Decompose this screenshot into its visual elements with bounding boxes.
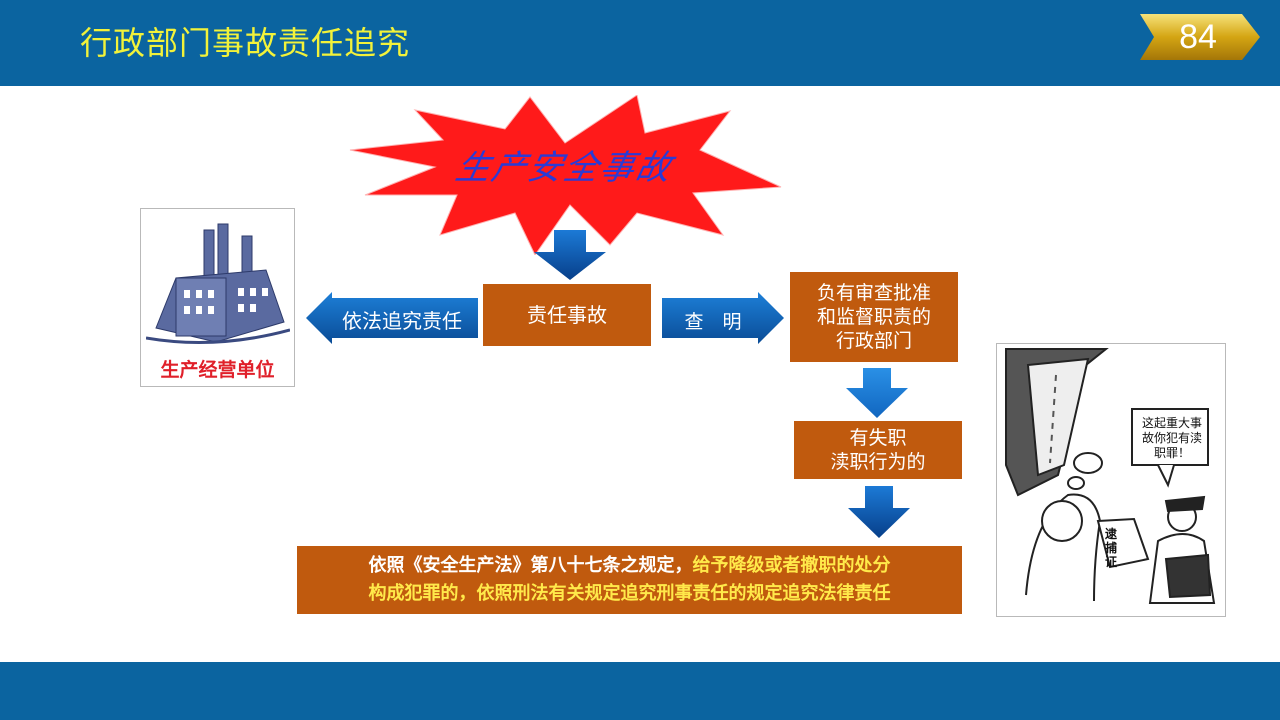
responsibility-accident-text: 责任事故 bbox=[527, 303, 607, 327]
fault-line-2: 渎职行为的 bbox=[830, 451, 926, 473]
fault-line-1: 有失职 bbox=[849, 427, 907, 449]
law-line-1: 依照《安全生产法》第八十七条之规定，给予降级或者撤职的处分 bbox=[297, 552, 962, 580]
speech-bubble-text: 这起重大事 故你犯有渎 职罪！ bbox=[1136, 416, 1208, 461]
burst-text: 生产安全事故 bbox=[452, 148, 677, 188]
dept-line-1: 负有审查批准 bbox=[816, 282, 931, 304]
accident-burst-icon bbox=[349, 95, 782, 255]
page-title: 行政部门事故责任追究 bbox=[80, 24, 411, 62]
law-line-1-normal: 依照《安全生产法》第八十七条之规定， bbox=[368, 555, 693, 576]
law-line-2: 构成犯罪的，依照刑法有关规定追究刑事责任的规定追究法律责任 bbox=[368, 583, 891, 604]
sign-char-3: 证 bbox=[1104, 555, 1117, 569]
header-bar bbox=[0, 0, 1280, 86]
pursue-responsibility-label: 依法追究责任 bbox=[342, 309, 462, 333]
arrest-warrant-text: 逮 捕 证 bbox=[1101, 527, 1121, 569]
law-line-1-highlight: 给予降级或者撤职的处分 bbox=[692, 555, 891, 576]
responsibility-accident-box: 责任事故 bbox=[483, 284, 651, 346]
factory-label: 生产经营单位 bbox=[160, 359, 275, 381]
factory-icon bbox=[146, 223, 290, 344]
ascertain-label: 查 明 bbox=[684, 311, 742, 333]
bubble-line-3: 职罪！ bbox=[1153, 446, 1190, 460]
legal-basis-box: 依照《安全生产法》第八十七条之规定，给予降级或者撤职的处分 构成犯罪的，依照刑法… bbox=[297, 546, 962, 614]
dept-line-2: 和监督职责的 bbox=[816, 306, 931, 328]
arrest-cartoon-illustration bbox=[1005, 348, 1216, 604]
dereliction-box: 有失职 渎职行为的 bbox=[794, 421, 962, 479]
supervising-department-box: 负有审查批准 和监督职责的 行政部门 bbox=[790, 272, 958, 362]
down-arrow-icon bbox=[534, 230, 606, 280]
page-number: 84 bbox=[1179, 18, 1217, 56]
bubble-line-2: 故你犯有渎 bbox=[1141, 431, 1202, 445]
sign-char-1: 逮 bbox=[1104, 527, 1117, 541]
dept-line-3: 行政部门 bbox=[835, 330, 912, 352]
down-arrow-icon bbox=[846, 368, 908, 418]
left-arrow-icon bbox=[306, 292, 478, 344]
down-arrow-icon bbox=[848, 486, 910, 538]
footer-bar bbox=[0, 662, 1280, 720]
right-arrow-icon bbox=[662, 292, 784, 344]
bubble-line-1: 这起重大事 bbox=[1141, 416, 1202, 430]
sign-char-2: 捕 bbox=[1104, 541, 1117, 555]
page-number-badge bbox=[1140, 14, 1260, 60]
